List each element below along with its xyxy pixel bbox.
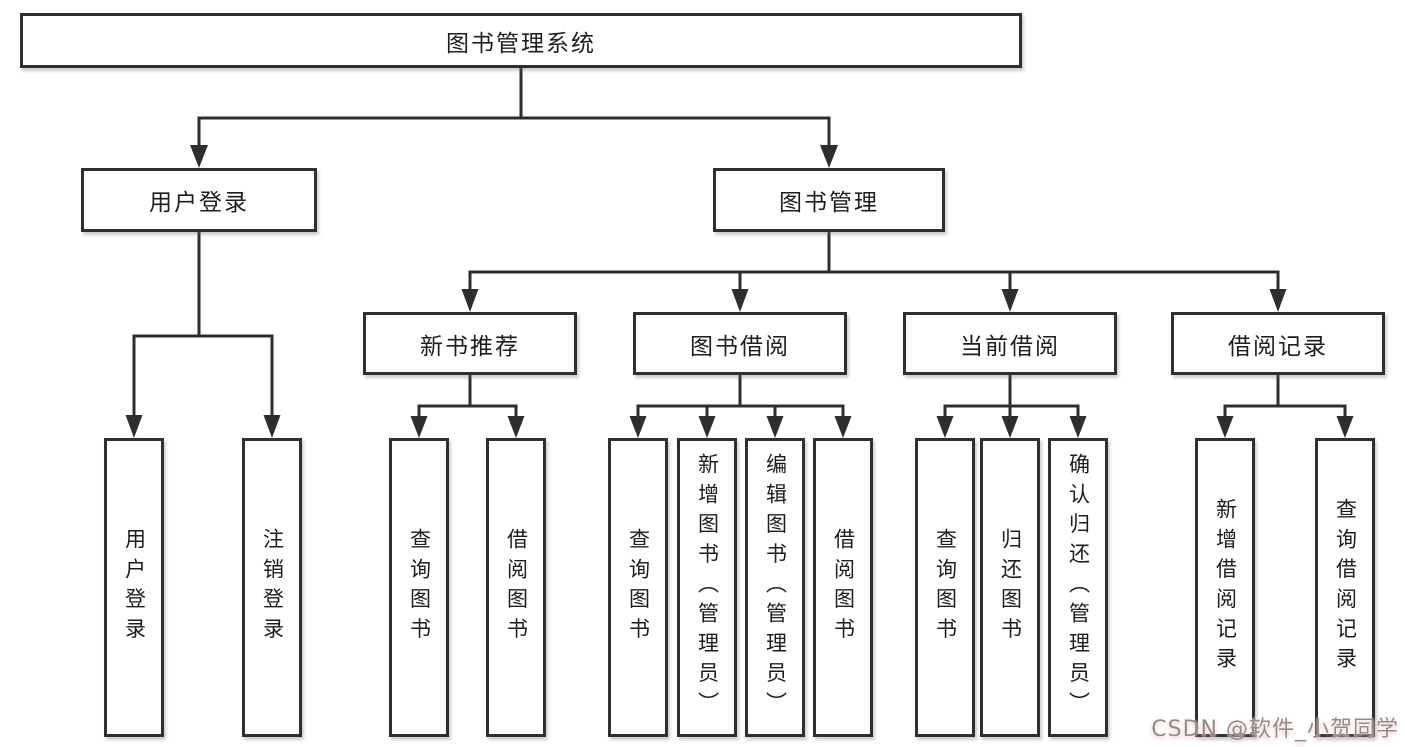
connector-borrowing-records-children: [1216, 375, 1354, 438]
leaf-query-books-borrowing: 查询图书: [608, 438, 668, 737]
node-new-book-recommendation: 新书推荐: [363, 312, 577, 375]
arrow-down-icon: [461, 289, 479, 312]
leaf-edit-book-admin-label: 编辑图书（管理员）: [763, 453, 788, 722]
arrow-down-icon: [1269, 289, 1287, 312]
watermark: CSDN @软件_小贺同学: [1151, 717, 1399, 742]
arrow-down-icon: [936, 416, 954, 438]
arrow-down-icon: [731, 289, 749, 312]
arrow-down-icon: [1216, 416, 1234, 438]
arrow-down-icon: [766, 416, 784, 438]
leaf-query-borrow-record-label: 查询借阅记录: [1333, 498, 1358, 677]
node-book-borrowing: 图书借阅: [633, 312, 847, 375]
node-book-borrowing-label: 图书借阅: [690, 333, 790, 360]
leaf-confirm-return-admin: 确认归还（管理员）: [1048, 438, 1108, 737]
leaf-edit-book-admin: 编辑图书（管理员）: [745, 438, 805, 737]
node-user-login-label: 用户登录: [149, 190, 249, 216]
arrow-down-icon: [834, 416, 852, 438]
leaf-add-borrow-record-label: 新增借阅记录: [1213, 498, 1238, 677]
arrow-down-icon: [263, 415, 281, 438]
leaf-logout: 注销登录: [242, 438, 302, 737]
leaf-query-books-recommend-label: 查询图书: [407, 527, 432, 648]
leaf-borrow-books: 借阅图书: [813, 438, 873, 737]
connector-book-management-children: [461, 232, 1287, 312]
arrow-down-icon: [410, 416, 428, 438]
node-current-borrowing-label: 当前借阅: [960, 333, 1060, 360]
connector-new-book-recommendation-children: [410, 375, 525, 438]
node-library-management-system: 图书管理系统: [20, 13, 1022, 68]
node-borrowing-records: 借阅记录: [1171, 312, 1385, 375]
leaf-borrow-books-label: 借阅图书: [831, 527, 856, 648]
node-new-book-recommendation-label: 新书推荐: [420, 333, 520, 360]
arrow-down-icon: [125, 415, 143, 438]
arrow-down-icon: [1069, 416, 1087, 438]
leaf-add-borrow-record: 新增借阅记录: [1195, 438, 1255, 737]
arrow-down-icon: [1336, 416, 1354, 438]
node-book-management-label: 图书管理: [779, 190, 879, 216]
leaf-user-login-label: 用户登录: [122, 527, 147, 648]
node-borrowing-records-label: 借阅记录: [1228, 333, 1328, 360]
arrow-down-icon: [629, 416, 647, 438]
arrow-down-icon: [190, 145, 208, 168]
node-book-management: 图书管理: [713, 168, 945, 232]
leaf-confirm-return-admin-label: 确认归还（管理员）: [1066, 453, 1091, 722]
arrow-down-icon: [698, 416, 716, 438]
arrow-down-icon: [1001, 416, 1019, 438]
arrow-down-icon: [820, 145, 838, 168]
connector-current-borrowing-children: [936, 375, 1087, 438]
connector-book-borrowing-children: [629, 375, 852, 438]
arrow-down-icon: [507, 416, 525, 438]
leaf-logout-label: 注销登录: [260, 527, 285, 648]
leaf-return-books-label: 归还图书: [998, 527, 1023, 648]
leaf-add-book-admin-label: 新增图书（管理员）: [695, 453, 720, 722]
node-user-login: 用户登录: [81, 168, 317, 232]
connector-root-to-level2: [190, 68, 838, 168]
leaf-add-book-admin: 新增图书（管理员）: [677, 438, 737, 737]
leaf-query-books-current: 查询图书: [915, 438, 975, 737]
leaf-query-borrow-record: 查询借阅记录: [1315, 438, 1375, 737]
leaf-borrow-books-recommend: 借阅图书: [486, 438, 546, 737]
connector-user-login-children: [125, 232, 281, 438]
leaf-user-login: 用户登录: [104, 438, 164, 737]
leaf-query-books-current-label: 查询图书: [933, 527, 958, 648]
leaf-query-books-recommend: 查询图书: [389, 438, 449, 737]
arrow-down-icon: [1001, 289, 1019, 312]
node-current-borrowing: 当前借阅: [903, 312, 1117, 375]
leaf-return-books: 归还图书: [980, 438, 1040, 737]
leaf-borrow-books-recommend-label: 借阅图书: [504, 527, 529, 648]
node-library-management-system-label: 图书管理系统: [446, 30, 596, 57]
leaf-query-books-borrowing-label: 查询图书: [626, 527, 651, 648]
